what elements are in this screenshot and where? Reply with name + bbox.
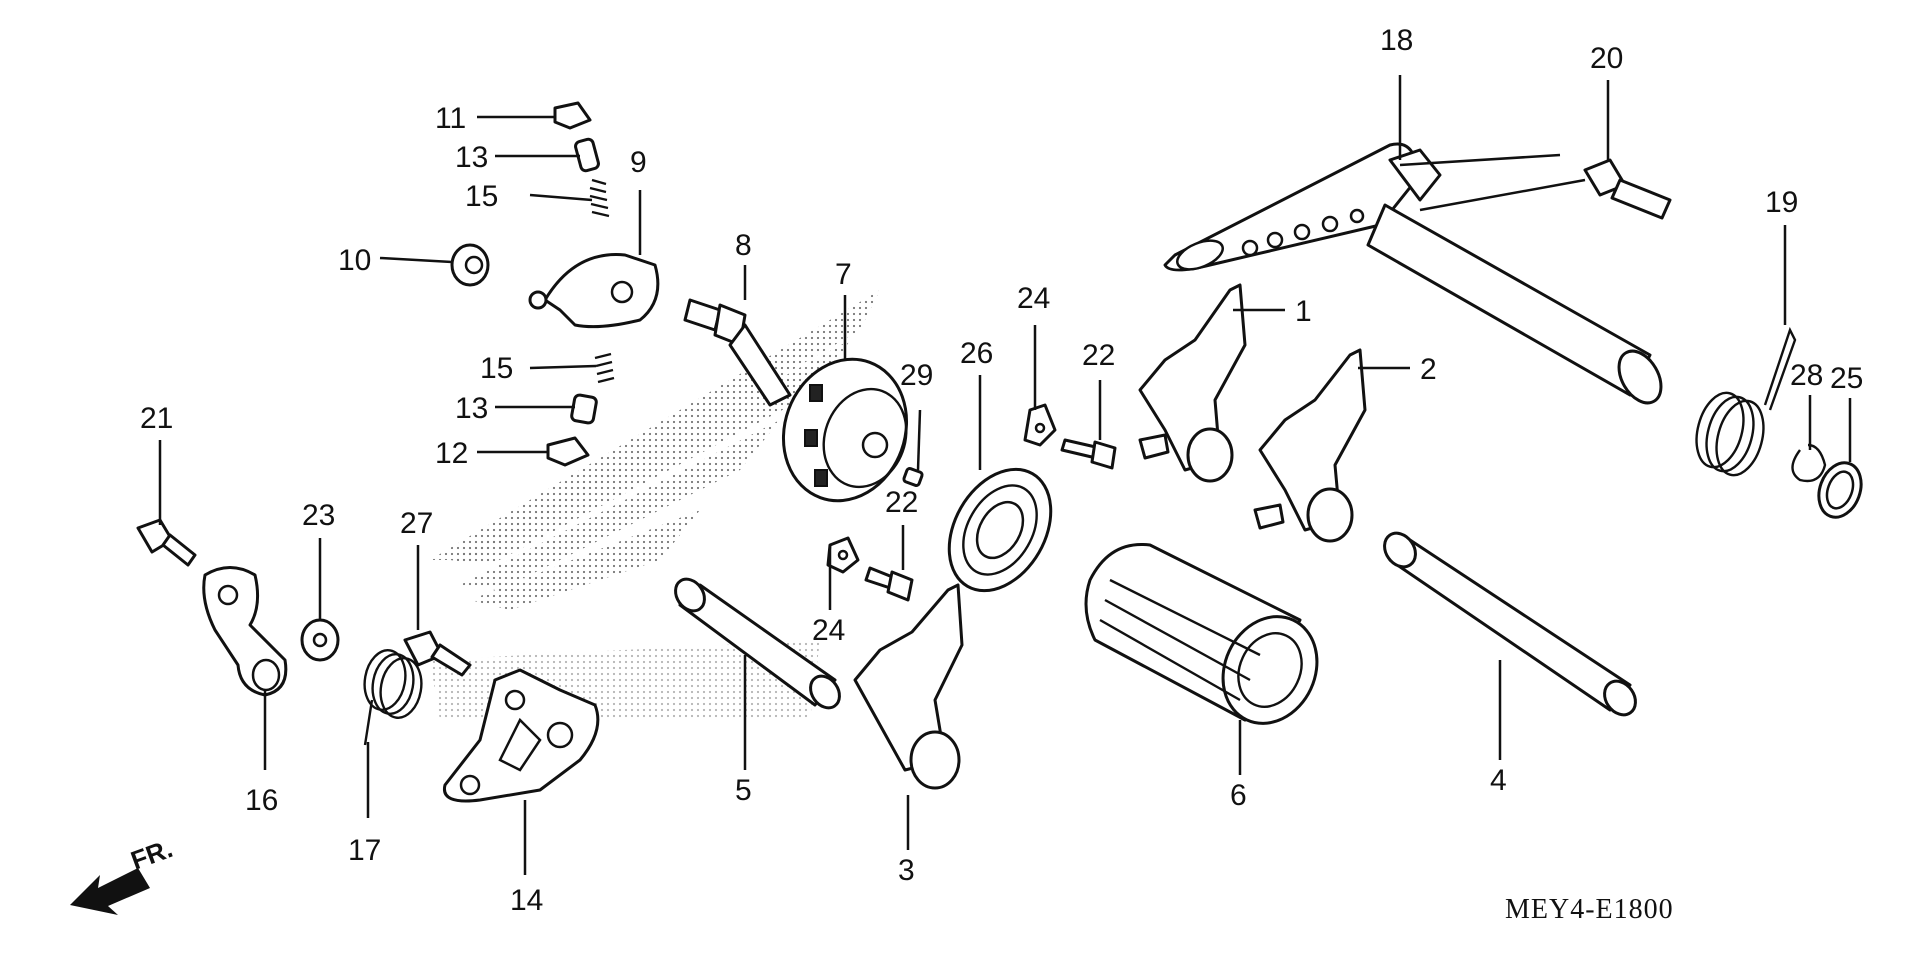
- part-14-stopper-plate: [442, 668, 600, 803]
- callout-20: 20: [1590, 42, 1623, 75]
- part-2-shift-fork: [1253, 348, 1367, 543]
- part-21-bolt: [136, 518, 197, 567]
- part-8-bolt: [683, 298, 792, 407]
- part-28-circlip: [1791, 443, 1827, 483]
- callout-23: 23: [302, 499, 335, 532]
- callout-25: 25: [1830, 362, 1863, 395]
- part-24-lower-plate: [826, 536, 860, 574]
- part-1-shift-fork: [1138, 283, 1247, 483]
- part-23-washer: [300, 618, 340, 662]
- part-11-cap: [553, 101, 592, 130]
- callout-16: 16: [245, 784, 278, 817]
- part-25-washer: [1817, 461, 1863, 519]
- part-24-upper-plate: [1023, 403, 1057, 447]
- callout-15-lower: 15: [480, 352, 513, 385]
- callout-24-lower: 24: [812, 614, 845, 647]
- callout-27: 27: [400, 507, 433, 540]
- leader-lines: [158, 75, 1852, 875]
- diagram-code: MEY4-E1800: [1505, 894, 1674, 925]
- arrow-front-icon: FR.: [70, 833, 176, 915]
- callout-14: 14: [510, 884, 543, 917]
- part-4-fork-shaft: [1383, 531, 1637, 717]
- part-7-drum-center: [781, 357, 909, 503]
- callout-21: 21: [140, 402, 173, 435]
- callout-4: 4: [1490, 764, 1507, 797]
- part-13-lower-plunger: [570, 393, 598, 425]
- part-19-return-spring: [1695, 326, 1797, 477]
- callout-13-lower: 13: [455, 392, 488, 425]
- callout-17: 17: [348, 834, 381, 867]
- callout-2: 2: [1420, 353, 1437, 386]
- callout-15-upper: 15: [465, 180, 498, 213]
- part-12-cap: [546, 436, 590, 467]
- callout-7: 7: [835, 258, 852, 291]
- callout-8: 8: [735, 229, 752, 262]
- part-5-guide-shaft: [674, 577, 841, 710]
- part-13-upper-plunger: [574, 137, 600, 173]
- part-9-stopper-arm: [528, 253, 660, 329]
- callout-22-upper: 22: [1082, 339, 1115, 372]
- part-20-bolt: [1583, 158, 1672, 220]
- callout-28: 28: [1790, 359, 1823, 392]
- part-29-pin: [902, 467, 924, 487]
- callout-24-upper: 24: [1017, 282, 1050, 315]
- part-27-bolt: [403, 630, 472, 677]
- callout-18: 18: [1380, 24, 1413, 57]
- part-17-spring: [363, 649, 423, 746]
- callout-1: 1: [1295, 295, 1312, 328]
- part-15-lower-spring: [594, 352, 615, 384]
- callout-9: 9: [630, 146, 647, 179]
- part-22-lower-bolt: [864, 566, 914, 602]
- callout-19: 19: [1765, 186, 1798, 219]
- part-16-shift-arm: [202, 566, 288, 697]
- callout-3: 3: [898, 854, 915, 887]
- part-15-upper-spring: [589, 178, 610, 218]
- part-6-shift-drum: [1084, 542, 1319, 725]
- part-22-upper-bolt: [1060, 438, 1117, 470]
- part-3-shift-fork: [853, 583, 964, 790]
- part-10-collar: [450, 243, 490, 287]
- callout-13-upper: 13: [455, 141, 488, 174]
- callout-5: 5: [735, 774, 752, 807]
- callout-29: 29: [900, 359, 933, 392]
- callout-26: 26: [960, 337, 993, 370]
- part-18-shift-spindle: [1163, 142, 1663, 405]
- callout-11: 11: [435, 102, 466, 135]
- part-26-bearing: [947, 467, 1053, 593]
- direction-label: FR.: [127, 833, 177, 876]
- callout-10: 10: [338, 244, 371, 277]
- callout-22-lower: 22: [885, 486, 918, 519]
- callout-12: 12: [435, 437, 468, 470]
- callout-labels: 1 2 3 4 5 6 7 8 9 10 11 12 13 13 15 15 1…: [140, 24, 1863, 917]
- callout-6: 6: [1230, 779, 1247, 812]
